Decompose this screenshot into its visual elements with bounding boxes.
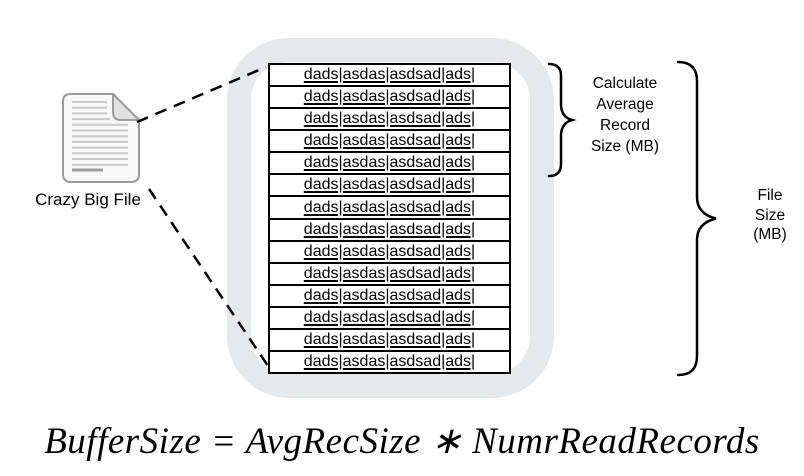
record-text: dads|asdas|asdsad|ads|: [303, 110, 476, 128]
record-text: dads|asdas|asdsad|ads|: [303, 154, 476, 172]
avg-record-label: Calculate Average Record Size (MB): [590, 75, 660, 155]
record-row: dads|asdas|asdsad|ads|: [268, 129, 511, 154]
record-text: dads|asdas|asdsad|ads|: [303, 353, 476, 371]
record-text: dads|asdas|asdsad|ads|: [303, 88, 476, 106]
record-row: dads|asdas|asdsad|ads|: [268, 327, 511, 353]
buffer-formula: BufferSize = AvgRecSize ∗ NumrReadRecord…: [44, 421, 760, 462]
record-row: dads|asdas|asdsad|ads|: [268, 195, 511, 220]
record-text: dads|asdas|asdsad|ads|: [303, 286, 476, 304]
record-text: dads|asdas|asdsad|ads|: [303, 308, 476, 326]
record-row: dads|asdas|asdsad|ads|: [268, 217, 511, 242]
file-label: Crazy Big File: [35, 190, 141, 209]
record-text: dads|asdas|asdsad|ads|: [303, 198, 476, 216]
icon-text-lines: [72, 101, 128, 166]
record-row: dads|asdas|asdsad|ads|: [268, 239, 511, 264]
record-text: dads|asdas|asdsad|ads|: [303, 66, 476, 84]
record-row: dads|asdas|asdsad|ads|: [268, 305, 511, 330]
file-size-label: File Size (MB): [753, 187, 787, 243]
record-row: dads|asdas|asdsad|ads|: [268, 85, 511, 110]
record-row: dads|asdas|asdsad|ads|: [268, 63, 511, 88]
folded-corner: [112, 93, 140, 121]
record-text: dads|asdas|asdsad|ads|: [303, 132, 476, 150]
record-row: dads|asdas|asdsad|ads|: [268, 350, 511, 375]
record-text: dads|asdas|asdsad|ads|: [303, 176, 476, 194]
record-row: dads|asdas|asdsad|ads|: [268, 151, 511, 176]
file-size-brace: [676, 60, 717, 377]
record-list: dads|asdas|asdsad|ads| dads|asdas|asdsad|…: [268, 63, 511, 375]
record-text: dads|asdas|asdsad|ads|: [303, 264, 476, 282]
record-text: dads|asdas|asdsad|ads|: [303, 220, 476, 238]
record-row: dads|asdas|asdsad|ads|: [268, 283, 511, 308]
record-row: dads|asdas|asdsad|ads|: [268, 261, 511, 286]
document-icon: [62, 93, 140, 183]
record-text: dads|asdas|asdsad|ads|: [303, 242, 476, 260]
record-row: dads|asdas|asdsad|ads|: [268, 173, 511, 198]
record-text: dads|asdas|asdsad|ads|: [303, 330, 476, 348]
record-row: dads|asdas|asdsad|ads|: [268, 107, 511, 132]
